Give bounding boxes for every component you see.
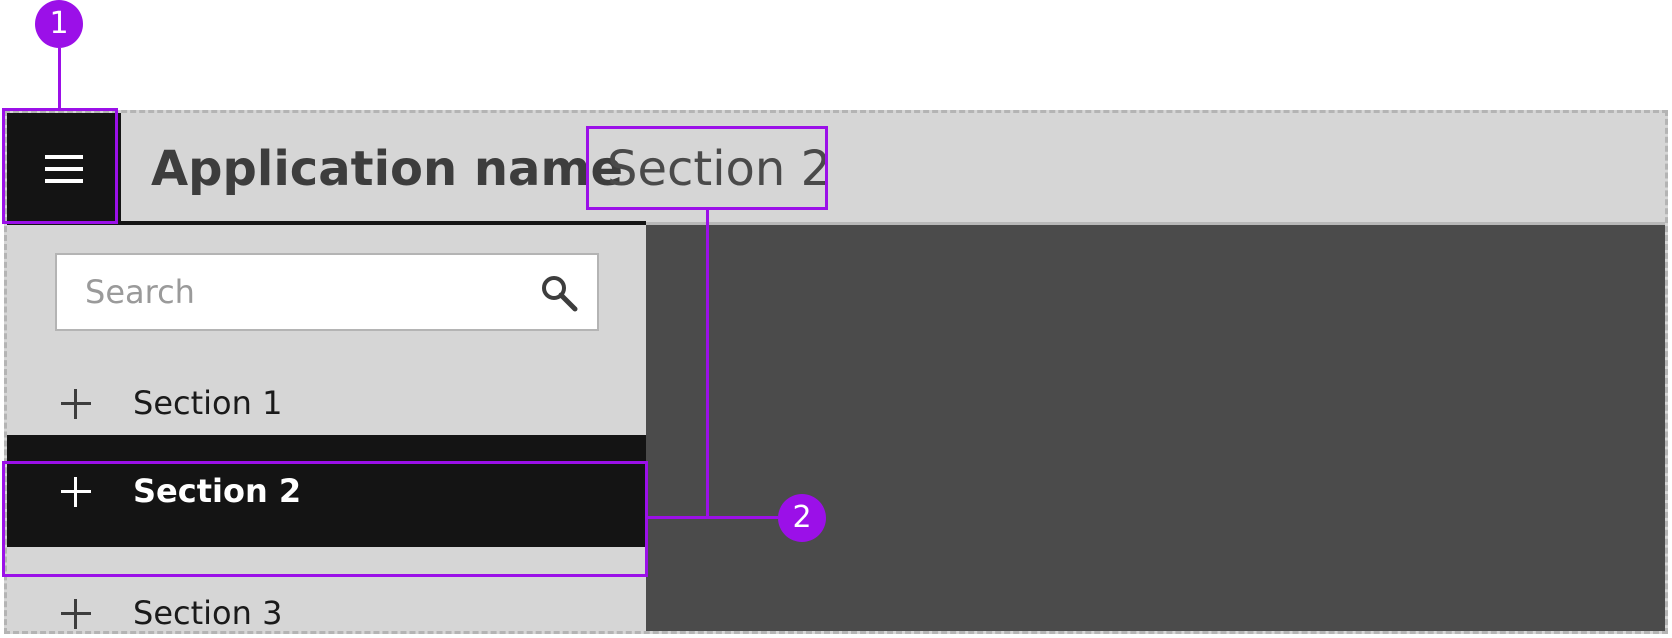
application-name: Application name <box>151 141 624 197</box>
sidebar-item-section-3[interactable]: Section 3 <box>7 557 646 632</box>
callout-1-connector <box>58 48 61 110</box>
app-header: Application name Section 2 <box>7 113 1665 225</box>
search-box <box>55 253 599 331</box>
callout-badge-1: 1 <box>35 0 83 48</box>
sidebar-item-section-2[interactable]: Section 2 <box>7 435 646 547</box>
hamburger-menu-icon <box>45 155 83 183</box>
sidebar-item-label: Section 2 <box>133 472 302 510</box>
menu-button[interactable] <box>7 113 121 225</box>
plus-icon <box>61 477 91 507</box>
plus-icon <box>61 389 91 419</box>
sidebar-header-divider <box>7 221 646 225</box>
sidebar-item-section-1[interactable]: Section 1 <box>7 347 646 459</box>
plus-icon <box>61 599 91 629</box>
current-section-title: Section 2 <box>607 141 832 197</box>
main-content-area <box>646 225 1665 631</box>
sidebar: Section 1 Section 2 Section 3 <box>7 225 646 632</box>
callout-badge-2: 2 <box>778 494 826 542</box>
sidebar-item-label: Section 1 <box>133 384 283 422</box>
sidebar-item-label: Section 3 <box>133 594 283 632</box>
search-icon[interactable] <box>539 273 579 313</box>
search-input[interactable] <box>85 255 505 329</box>
application-frame: Application name Section 2 Section 1 Sec… <box>4 110 1668 634</box>
